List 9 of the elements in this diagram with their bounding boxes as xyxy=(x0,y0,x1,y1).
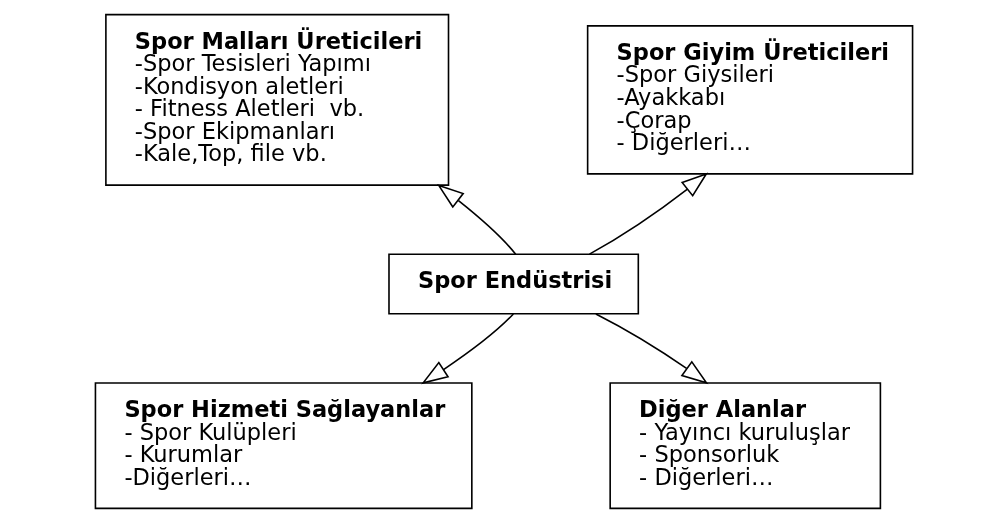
arrow xyxy=(588,172,708,255)
node-box: Diğer Alanlar - Yayıncı kuruluşlar - Sponsorluk - Diğerleri… xyxy=(608,382,881,510)
node-box: Spor Endüstrisi xyxy=(387,253,639,315)
arrow xyxy=(594,313,708,385)
node-box: Spor Hizmeti Sağlayanlar - Spor Kulüpleri - Kurumlar -Diğerleri… xyxy=(94,382,473,510)
arrow xyxy=(420,313,514,385)
node-box: Spor Malları Üreticileri -Spor Tesisleri Yapımı -Kondisyon aletleri - Fitness Aletleri vb. -Spor Ekipmanları -Kale,Top, file vb. xyxy=(104,13,449,186)
arrow xyxy=(436,184,516,256)
node-box: Spor Giyim Üreticileri -Spor Giysileri -Ayakkabı -Çorap - Diğerleri… xyxy=(586,25,913,175)
